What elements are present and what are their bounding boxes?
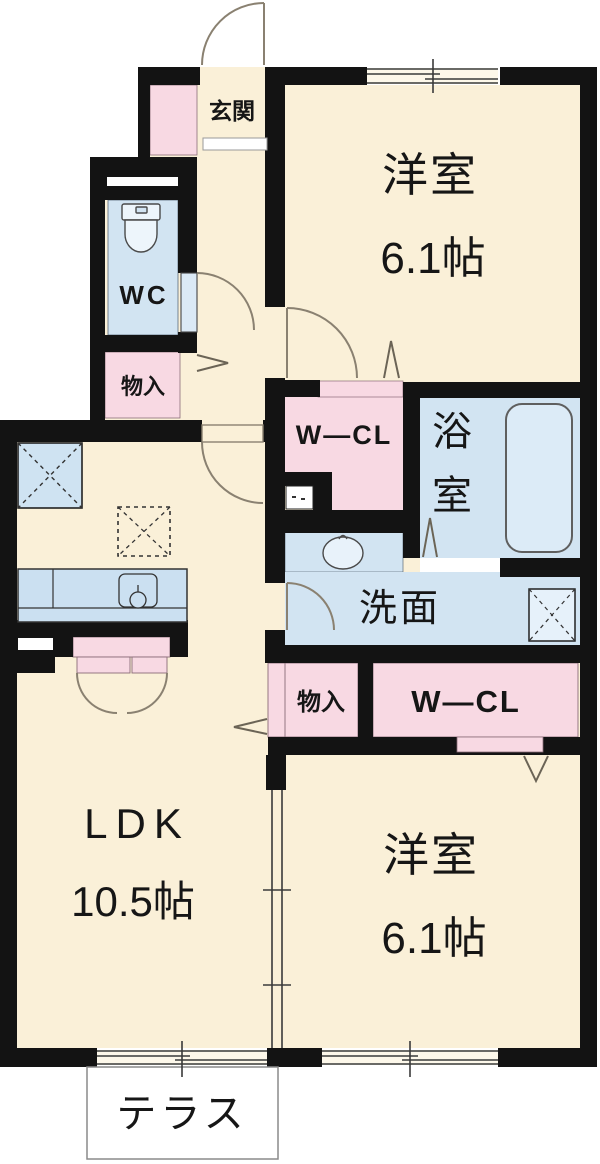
storage-lower-room [267,662,359,738]
wc-window [107,177,178,186]
wall-closet-divider [358,663,373,737]
wcl-middle-room [285,397,403,472]
terrace-label: テラス [116,1092,247,1136]
wcl-lower-fold-mark [523,755,549,784]
storage-upper-fold-mark [196,354,229,372]
wall-wc-bottom [105,335,180,352]
wall-wc-left [90,157,105,438]
wall-top-right [500,67,597,85]
wall-wc-right-upper [178,200,197,273]
wcl-lower-label: W—CL [411,684,521,719]
wcl-lower-room [372,662,579,738]
doors [76,2,358,1048]
ldk-storage [72,636,171,658]
openings [18,137,544,753]
wall-top-left [138,67,200,85]
wall-wcl-bottom [285,510,403,533]
entrance-door [201,2,265,66]
bathroom-label-char1: 浴 [432,410,472,454]
shoe-cabinet [149,84,198,156]
wall-kitchen-band-left [55,635,73,657]
dashed-square [117,506,171,557]
window-bedroom2-bottom [322,1041,498,1077]
washroom-door [286,582,335,631]
wall-bath-bottom [500,558,580,577]
toilet-icon [121,203,161,253]
fixtures [17,203,576,642]
terrace-outline [86,1066,279,1160]
wall-genkan-left [138,67,150,157]
ldk-storage-doors [76,672,168,714]
pipe-space-box [285,485,314,510]
refrigerator-space [17,442,83,509]
wall-right [580,67,597,1067]
wall-bottom-left [0,1048,97,1067]
washer-space [528,588,576,642]
wall-kitchen-band [10,620,188,637]
wall-wc-right-lower [178,332,197,353]
wc-label: WC [119,280,168,310]
wall-ldk-top [0,420,202,442]
bathroom-fold-mark [422,517,438,558]
wall-ps-right [313,486,332,510]
window-ldk-bottom [97,1041,267,1077]
wall-washroom-bottom [265,645,580,663]
storage-lower-label: 物入 [297,689,345,716]
entry-step [202,137,268,151]
folding-door-marks [196,340,549,784]
wall-kitchen-band-right [170,635,188,657]
ldk-fold-mark [233,718,268,735]
ldk-storage-door-left [76,656,131,674]
kitchen-counter [17,568,188,623]
walls [0,67,597,1067]
kitchen-side-window [18,638,53,650]
bathroom-door-opening [420,558,500,572]
floor-entry-opening [200,67,265,85]
wc-door [180,272,255,333]
floor-ldk [17,438,285,1048]
wall-center-lower [265,442,285,583]
ldk-storage-door-right [131,656,168,674]
genkan-label: 玄関 [209,98,255,124]
wall-bath-top [403,382,580,398]
wall-left [0,420,17,1067]
windows [97,59,498,1077]
bathroom-label-char2: 室 [432,474,472,518]
washroom-label: 洗面 [359,588,441,630]
wall-bath-left [403,398,420,558]
wall-bottom-mid [267,1048,322,1067]
kitchen-faucet [129,591,147,609]
bedroom1-door [286,307,358,379]
labels: 玄関 洋室 6.1帖 WC 物入 W—CL 浴 室 洗面 物入 W—CL LDK… [71,98,521,1136]
ldk-door [201,424,264,504]
bedroom1-label: 洋室 [382,149,478,201]
wall-top-mid [265,67,367,85]
wcl-middle-room-lobe [332,472,403,511]
wall-center-upper [265,67,285,307]
window-bedroom1-top [367,59,498,93]
ldk-size: 10.5帖 [71,878,195,925]
wall-wcl-top [285,380,320,397]
sliding-door [263,790,291,1048]
wcl-middle-label: W—CL [296,420,392,450]
storage-upper-label: 物入 [121,374,165,399]
wall-bottom-right [498,1048,597,1067]
bathtub-icon [505,403,573,553]
wall-center-mid [265,378,285,442]
bedroom2-label: 洋室 [383,829,479,881]
wcl-middle-door-strip [317,380,404,398]
wall-closet-bottom [268,737,597,755]
wall-ps-top [285,472,332,486]
ldk-label: LDK [84,800,190,847]
wall-sliding-pillar [266,755,286,790]
wcl-lower-door-strip [456,736,544,753]
storage-upper-room [104,351,181,419]
wcl-middle-fold-mark [383,340,400,379]
bedroom1-size: 6.1帖 [380,234,485,283]
bedroom2-size: 6.1帖 [381,914,486,963]
wash-basin-icon [322,534,364,570]
